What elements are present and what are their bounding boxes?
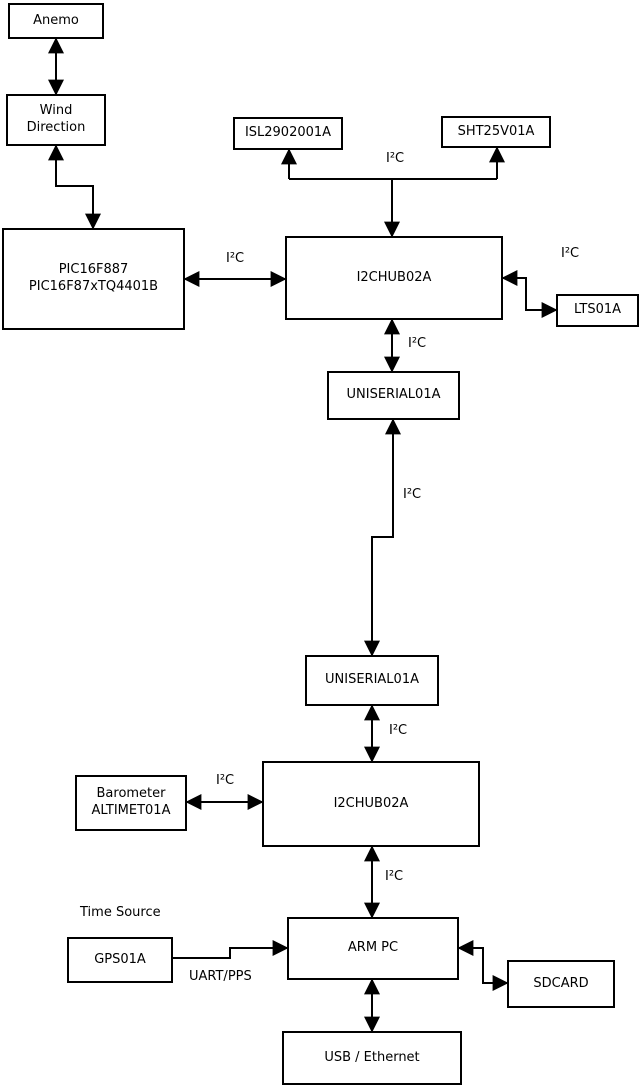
label-uart-pps: UART/PPS <box>189 969 252 984</box>
node-gps01a: GPS01A <box>67 937 173 983</box>
label-i2c-hub-lts: I²C <box>561 246 580 261</box>
node-barometer-altimet01a: Barometer ALTIMET01A <box>75 775 187 831</box>
node-i2chub02a-upper: I2CHUB02A <box>285 236 503 320</box>
edge-wind-pic <box>48 144 101 230</box>
edge-gps-armpc <box>173 940 289 959</box>
edge-armpc-sdcard <box>457 940 509 991</box>
node-sdcard: SDCARD <box>507 960 615 1008</box>
label-i2c-hub-uniserial: I²C <box>408 336 427 351</box>
edge-uniserial1-uniserial2 <box>364 418 401 657</box>
node-usb-ethernet: USB / Ethernet <box>282 1031 462 1085</box>
label-i2c-uniserial2-hub2: I²C <box>389 723 408 738</box>
label-i2c-hub2-armpc: I²C <box>385 869 404 884</box>
node-arm-pc: ARM PC <box>287 917 459 980</box>
node-lts01a: LTS01A <box>556 294 639 327</box>
node-i2chub02a-lower: I2CHUB02A <box>262 761 480 847</box>
edge-hub1-lts <box>501 270 558 318</box>
label-i2c-barometer-hub2: I²C <box>216 773 235 788</box>
label-i2c-sensor-bus: I²C <box>386 151 405 166</box>
label-time-source: Time Source <box>80 905 161 920</box>
node-uniserial01a-lower: UNISERIAL01A <box>305 655 439 706</box>
node-isl2902001a: ISL2902001A <box>233 117 343 150</box>
node-uniserial01a-upper: UNISERIAL01A <box>327 371 460 420</box>
node-pic16f887: PIC16F887 PIC16F87xTQ4401B <box>2 228 185 330</box>
label-i2c-uniserial-link: I²C <box>403 487 422 502</box>
label-i2c-pic-hub: I²C <box>226 251 245 266</box>
node-wind-direction: Wind Direction <box>6 94 106 146</box>
node-anemo: Anemo <box>8 3 104 39</box>
node-sht25v01a: SHT25V01A <box>441 116 551 148</box>
